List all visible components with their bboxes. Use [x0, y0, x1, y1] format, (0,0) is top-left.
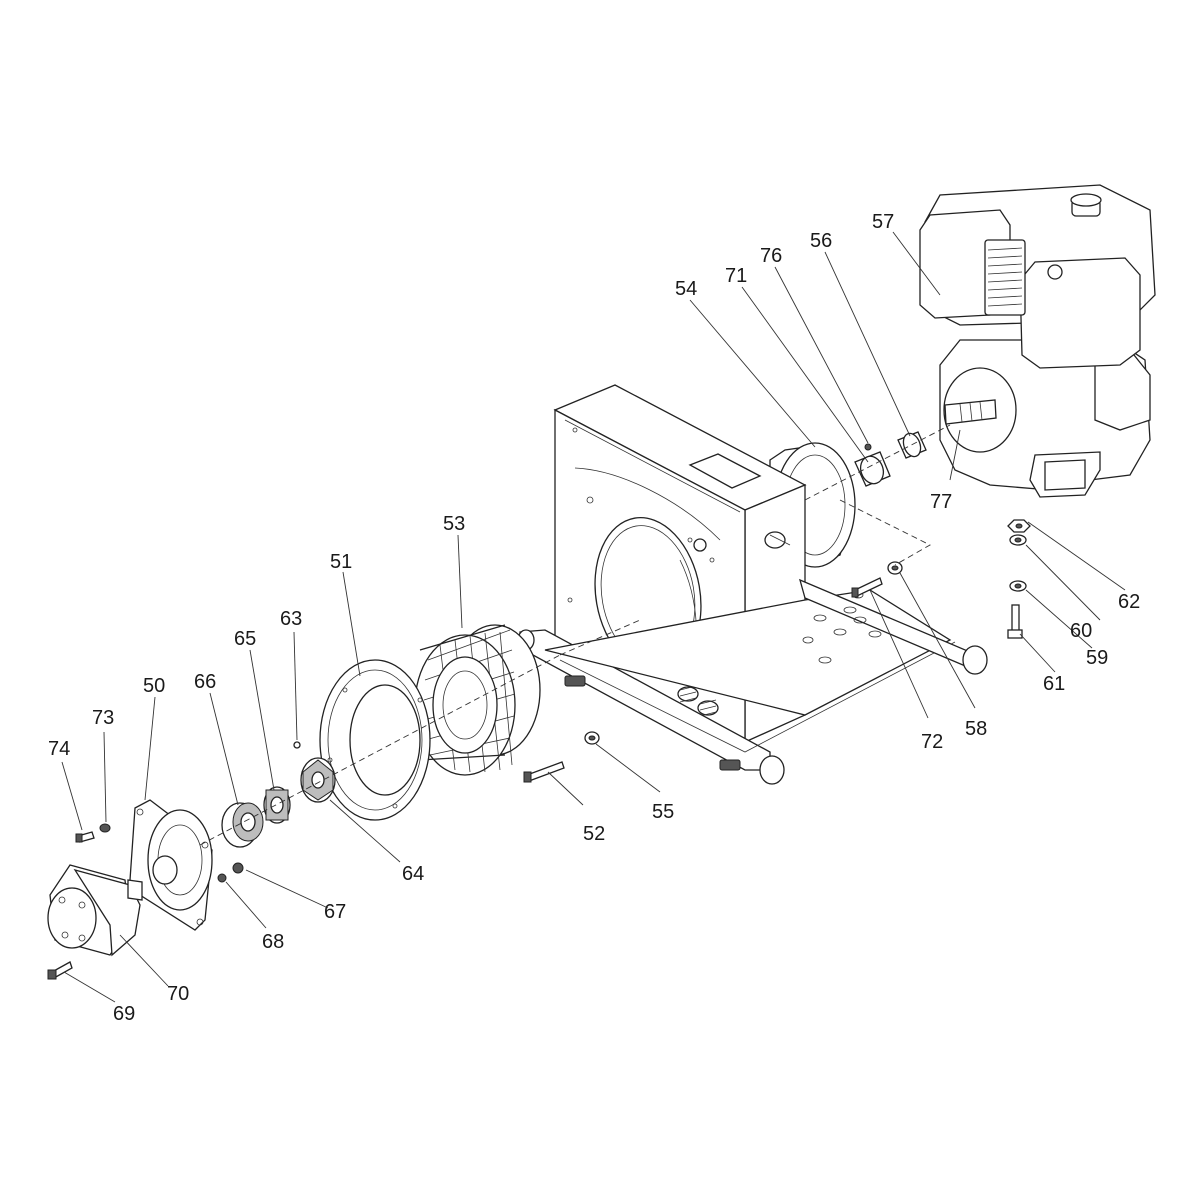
washer-60 [1009, 534, 1027, 546]
callout-60: 60 [1070, 620, 1092, 642]
callout-50: 50 [143, 675, 165, 697]
bolt-61 [1007, 604, 1023, 639]
callout-67: 67 [324, 901, 346, 923]
callout-76: 76 [760, 245, 782, 267]
callout-77: 77 [930, 491, 952, 513]
bolt-52 [523, 761, 565, 783]
callout-54: 54 [675, 278, 697, 300]
assembly-centerlines [199, 424, 951, 846]
washer-68 [217, 873, 227, 883]
bolt-72 [851, 577, 883, 598]
key-63 [293, 741, 301, 749]
callout-labels: 51 53 54 71 76 56 57 77 62 60 59 61 72 5… [48, 211, 1140, 1025]
callout-71: 71 [725, 265, 747, 287]
coupling-hub-66 [221, 802, 264, 848]
callout-70: 70 [167, 983, 189, 1005]
nut-73 [99, 823, 111, 833]
spider-insert-65 [263, 786, 291, 824]
bolt-74 [75, 831, 95, 843]
nut-62 [1007, 519, 1031, 533]
adapter-plate-50 [129, 799, 213, 931]
callout-72: 72 [921, 731, 943, 753]
nut-67 [232, 862, 244, 874]
washer-59 [1009, 580, 1027, 592]
callout-55: 55 [652, 801, 674, 823]
callout-73: 73 [92, 707, 114, 729]
callout-58: 58 [965, 718, 987, 740]
callout-61: 61 [1043, 673, 1065, 695]
callout-56: 56 [810, 230, 832, 252]
engine-57 [919, 184, 1156, 498]
impeller-53 [414, 624, 541, 776]
bolt-69 [47, 961, 73, 980]
inlet-ring-51 [319, 659, 431, 821]
callout-53: 53 [443, 513, 465, 535]
callout-69: 69 [113, 1003, 135, 1025]
callout-51: 51 [330, 551, 352, 573]
coupling-hub-64 [300, 757, 336, 803]
washer-55 [584, 731, 600, 745]
callout-68: 68 [262, 931, 284, 953]
leader-lines [61, 231, 1126, 1003]
callout-74: 74 [48, 738, 70, 760]
hydraulic-pump-70 [47, 864, 143, 957]
callout-57: 57 [872, 211, 894, 233]
callout-65: 65 [234, 628, 256, 650]
spring-mounts [677, 685, 719, 717]
callout-59: 59 [1086, 647, 1108, 669]
callout-52: 52 [583, 823, 605, 845]
callout-66: 66 [194, 671, 216, 693]
washer-58 [887, 561, 903, 575]
callout-64: 64 [402, 863, 424, 885]
callout-63: 63 [280, 608, 302, 630]
callout-62: 62 [1118, 591, 1140, 613]
